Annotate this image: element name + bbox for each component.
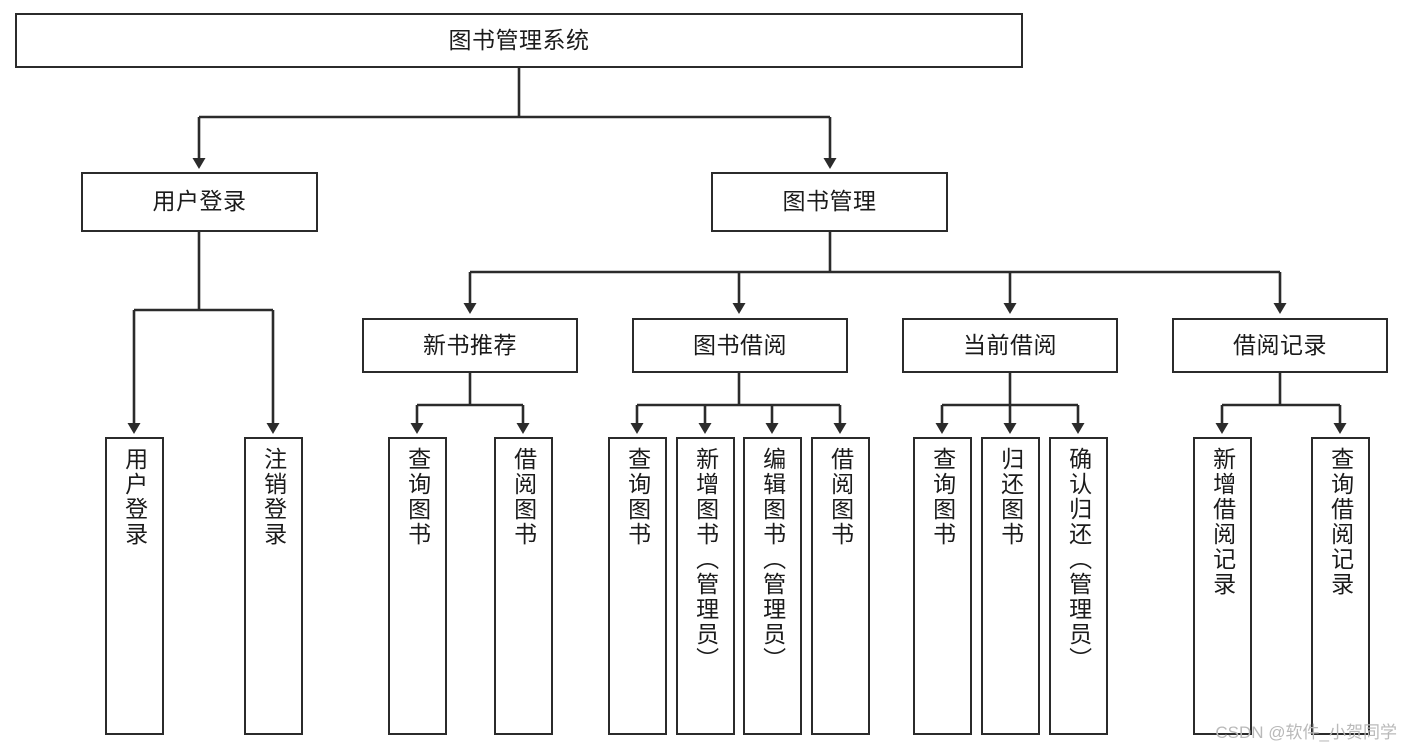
- watermark: CSDN @软件_小贺同学: [1215, 723, 1397, 742]
- node-leaf-query-record[interactable]: 查询借阅记录: [1311, 437, 1370, 735]
- node-leaf-return-book[interactable]: 归还图书: [981, 437, 1040, 735]
- node-leaf-edit-book[interactable]: 编辑图书（管理员）: [743, 437, 802, 735]
- node-leaf-confirm-return[interactable]: 确认归还（管理员）: [1049, 437, 1108, 735]
- node-book-manage-label: 图书管理: [782, 188, 877, 215]
- node-leaf-query-book-2-label: 查询图书: [624, 447, 651, 547]
- node-leaf-user-login[interactable]: 用户登录: [105, 437, 164, 735]
- node-leaf-add-book-label: 新增图书（管理员）: [692, 447, 719, 672]
- node-root[interactable]: 图书管理系统: [15, 13, 1023, 68]
- node-leaf-query-book-3-label: 查询图书: [929, 447, 956, 547]
- node-book-manage[interactable]: 图书管理: [711, 172, 948, 232]
- node-leaf-add-book[interactable]: 新增图书（管理员）: [676, 437, 735, 735]
- node-leaf-borrow-book-2-label: 借阅图书: [827, 447, 854, 547]
- node-current-borrow[interactable]: 当前借阅: [902, 318, 1118, 373]
- node-new-book-recommend-label: 新书推荐: [423, 331, 517, 358]
- node-current-borrow-label: 当前借阅: [963, 331, 1057, 358]
- node-user-login-label: 用户登录: [152, 188, 247, 215]
- node-leaf-logout-login[interactable]: 注销登录: [244, 437, 303, 735]
- node-leaf-query-book-1-label: 查询图书: [404, 447, 431, 547]
- node-leaf-return-book-label: 归还图书: [997, 447, 1024, 547]
- node-root-label: 图书管理系统: [448, 26, 590, 53]
- node-book-borrow[interactable]: 图书借阅: [632, 318, 848, 373]
- node-leaf-query-book-1[interactable]: 查询图书: [388, 437, 447, 735]
- node-book-borrow-label: 图书借阅: [693, 331, 787, 358]
- node-leaf-user-login-label: 用户登录: [121, 447, 148, 547]
- node-leaf-add-record-label: 新增借阅记录: [1209, 447, 1236, 597]
- node-leaf-add-record[interactable]: 新增借阅记录: [1193, 437, 1252, 735]
- node-new-book-recommend[interactable]: 新书推荐: [362, 318, 578, 373]
- node-leaf-query-record-label: 查询借阅记录: [1327, 447, 1354, 597]
- node-leaf-borrow-book-2[interactable]: 借阅图书: [811, 437, 870, 735]
- node-borrow-record-label: 借阅记录: [1233, 331, 1327, 358]
- node-leaf-borrow-book-1-label: 借阅图书: [510, 447, 537, 547]
- node-leaf-query-book-3[interactable]: 查询图书: [913, 437, 972, 735]
- node-user-login[interactable]: 用户登录: [81, 172, 318, 232]
- node-leaf-borrow-book-1[interactable]: 借阅图书: [494, 437, 553, 735]
- node-leaf-query-book-2[interactable]: 查询图书: [608, 437, 667, 735]
- node-leaf-logout-login-label: 注销登录: [260, 447, 287, 547]
- node-leaf-edit-book-label: 编辑图书（管理员）: [759, 447, 786, 672]
- node-borrow-record[interactable]: 借阅记录: [1172, 318, 1388, 373]
- node-leaf-confirm-return-label: 确认归还（管理员）: [1065, 447, 1092, 672]
